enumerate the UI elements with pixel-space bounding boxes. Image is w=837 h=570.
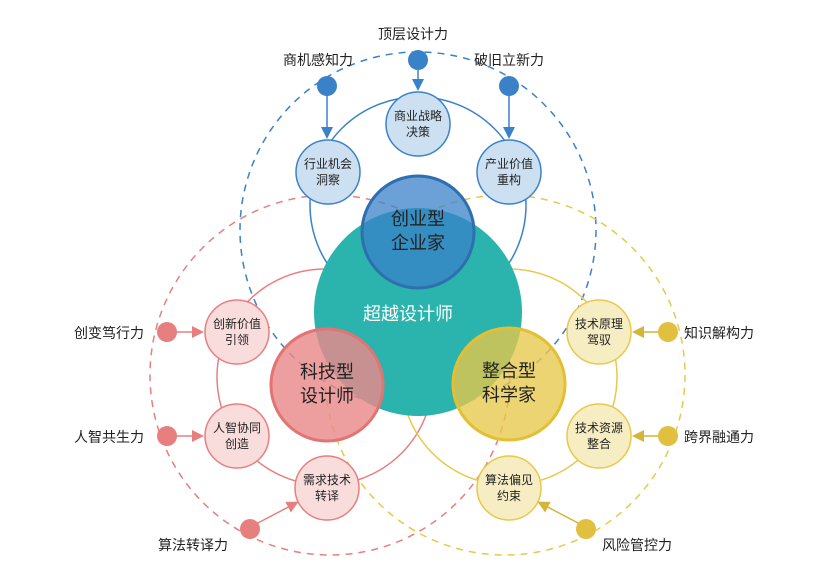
arrow-algo-translate	[255, 501, 299, 525]
dot-top-design	[408, 50, 428, 70]
skill-innovation-lead-label: 创新价值 引领	[212, 317, 261, 347]
dot-knowledge	[658, 322, 678, 342]
skill-circle-tech-principle	[566, 299, 632, 365]
dot-algo-translate	[240, 519, 260, 539]
skill-human-ai-create-label: 人智协同 创造	[212, 421, 261, 451]
ability-human-ai-symbiosis: 人智共生力	[74, 430, 144, 446]
skill-business-strategy-label: 商业战略 决策	[393, 109, 442, 139]
skill-tech-resource-label: 技术资源 整合	[574, 421, 623, 451]
ability-risk-control: 风险管控力	[602, 538, 672, 554]
ability-top-design: 顶层设计力	[378, 27, 448, 43]
skill-circle-need-tech-translate	[294, 455, 360, 521]
scientist-role-label: 整合型 科学家	[482, 361, 536, 406]
skill-value-reconstruct-label: 产业价值 重构	[484, 157, 533, 187]
skill-circle-business-strategy	[385, 91, 451, 157]
skill-tech-principle-label: 技术原理 驾驭	[574, 317, 623, 347]
ability-opportunity-sense: 商机感知力	[283, 53, 353, 69]
technologist-role-label: 科技型 设计师	[300, 362, 354, 407]
dot-break-old	[499, 76, 519, 96]
skill-circle-algorithm-bias	[476, 455, 542, 521]
center-label: 超越设计师	[363, 304, 453, 325]
ability-algorithm-translate: 算法转译力	[158, 538, 228, 554]
technologist-role-circle	[269, 327, 385, 443]
skill-circle-human-ai-create	[204, 403, 270, 469]
ability-change-action: 创变笃行力	[74, 326, 144, 342]
ability-break-old: 破旧立新力	[474, 53, 544, 69]
dot-human-ai	[157, 426, 177, 446]
scientist-role-circle	[451, 326, 567, 442]
dot-cross-domain	[658, 426, 678, 446]
skill-algorithm-bias-label: 算法偏见 约束	[484, 473, 533, 503]
dot-risk-control	[576, 519, 596, 539]
skill-opportunity-insight-label: 行业机会 洞察	[303, 157, 352, 187]
skill-circle-value-reconstruct	[476, 139, 542, 205]
ability-cross-domain: 跨界融通力	[684, 430, 754, 446]
skill-need-tech-translate-label: 需求技术 转译	[302, 473, 351, 503]
skill-circle-innovation-lead	[204, 299, 270, 365]
arrow-risk-control	[537, 501, 581, 525]
skill-circle-opportunity-insight	[295, 139, 361, 205]
entrepreneur-role-circle	[360, 174, 476, 290]
dot-opportunity	[317, 76, 337, 96]
dot-change-action	[157, 322, 177, 342]
skill-circle-tech-resource	[566, 403, 632, 469]
ability-knowledge-deconstruct: 知识解构力	[684, 326, 754, 342]
entrepreneur-role-label: 创业型 企业家	[391, 209, 445, 254]
